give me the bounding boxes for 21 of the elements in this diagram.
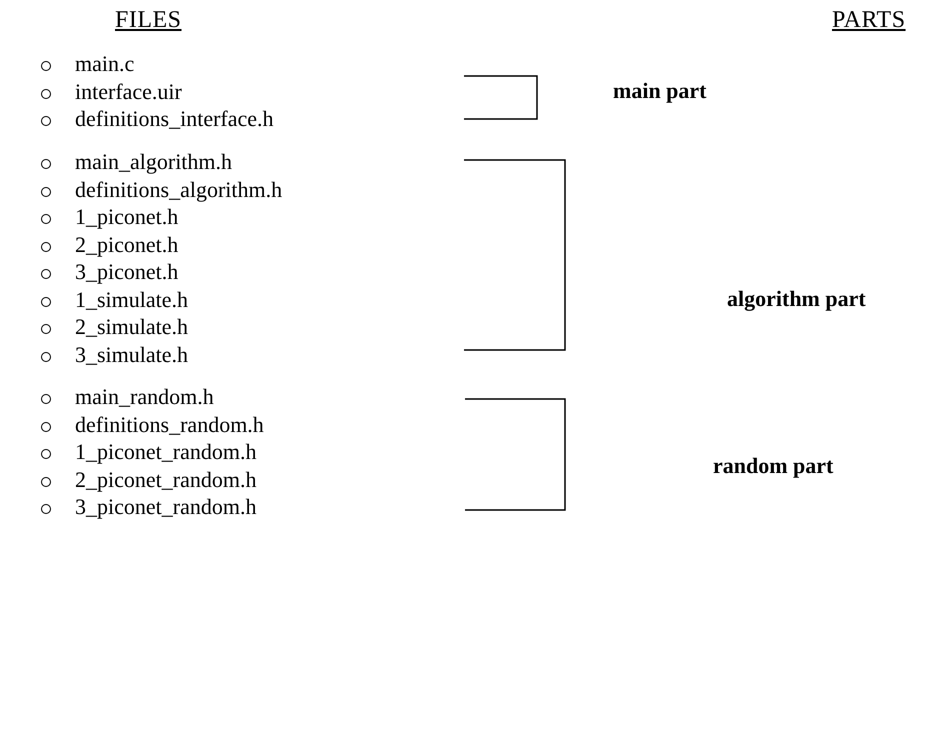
column-heading: PARTS: [832, 6, 906, 34]
file-name: main.c: [75, 51, 134, 77]
file-name: 2_piconet_random.h: [75, 466, 256, 492]
part-label: algorithm part: [727, 286, 866, 312]
file-name: main_random.h: [75, 384, 214, 410]
file-name: definitions_random.h: [75, 412, 264, 438]
part-label: random part: [713, 453, 834, 479]
column-heading: FILES: [115, 6, 182, 34]
file-name: 3_simulate.h: [75, 342, 188, 368]
file-name: definitions_algorithm.h: [75, 176, 282, 202]
file-name: 1_simulate.h: [75, 286, 188, 312]
file-name: 2_simulate.h: [75, 314, 188, 340]
file-name: 1_piconet_random.h: [75, 439, 256, 465]
file-name: definitions_interface.h: [75, 106, 274, 132]
file-name: 1_piconet.h: [75, 204, 178, 230]
file-name: 2_piconet.h: [75, 232, 178, 258]
file-name: 3_piconet_random.h: [75, 494, 256, 520]
file-name: main_algorithm.h: [75, 149, 232, 175]
file-name: 3_piconet.h: [75, 259, 178, 285]
part-label: main part: [613, 78, 706, 104]
file-name: interface.uir: [75, 78, 182, 104]
